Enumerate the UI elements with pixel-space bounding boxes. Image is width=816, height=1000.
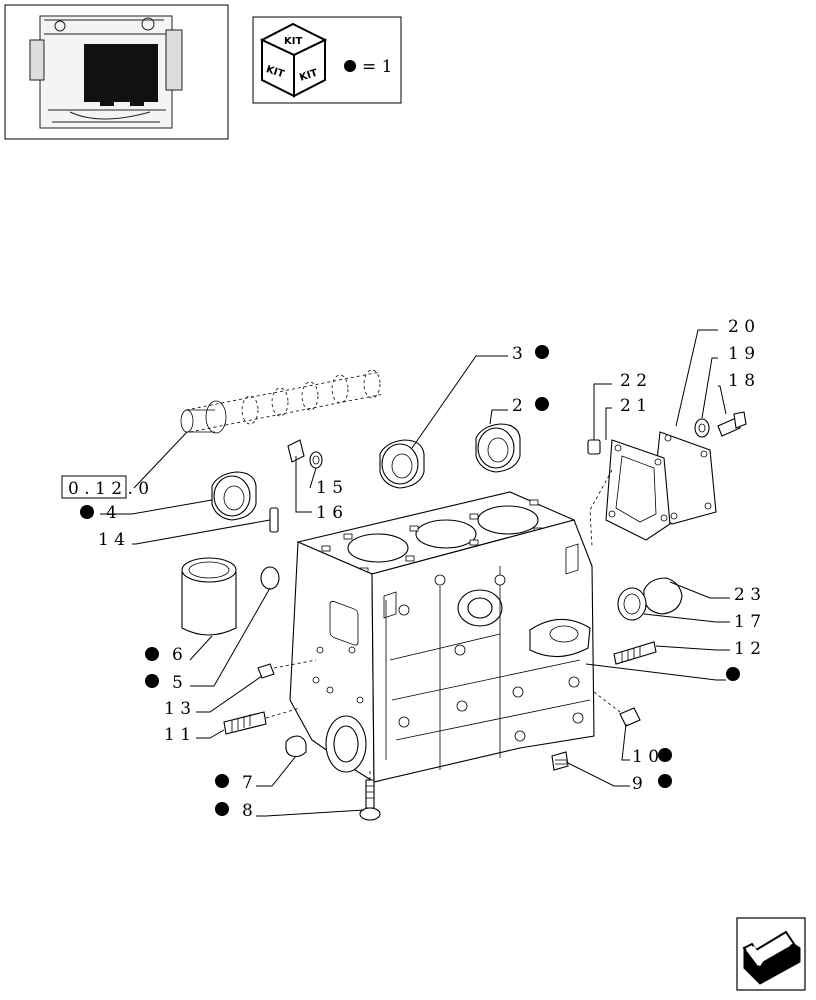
- kit-top-label: KIT: [284, 36, 302, 47]
- callout-14: 1 4: [98, 530, 125, 550]
- kit-cube-icon: KIT KIT KIT: [259, 22, 328, 98]
- callout-3: 3: [512, 344, 523, 364]
- callout-10: 1 0: [632, 747, 659, 767]
- callout-labels: 2 0 1 9 1 8 3 2 2 2 2 1 0 . 1 2 . 0 1 5 …: [61, 317, 761, 821]
- kit-dot-8: [215, 802, 229, 816]
- callout-16: 1 6: [316, 503, 343, 523]
- kit-dot-block: [726, 667, 740, 681]
- callout-22: 2 2: [620, 371, 647, 391]
- rear-cover-illustration: [587, 411, 747, 547]
- callout-20: 2 0: [728, 317, 755, 337]
- callout-9: 9: [632, 774, 643, 794]
- kit-left-label: KIT: [265, 64, 286, 80]
- callout-4: 4: [106, 503, 117, 523]
- kit-right-label: KIT: [298, 68, 319, 84]
- kit-dots: [80, 345, 740, 816]
- callout-21: 2 1: [620, 396, 647, 416]
- kit-dot-5: [145, 674, 159, 688]
- callout-12: 1 2: [734, 639, 761, 659]
- kit-dot-3: [535, 345, 549, 359]
- highlighted-block: [84, 44, 158, 102]
- callout-23: 2 3: [734, 585, 761, 605]
- callout-0-12-0[interactable]: 0 . 1 2 . 0: [68, 479, 149, 499]
- callout-15: 1 5: [316, 478, 343, 498]
- kit-dot-7: [215, 774, 229, 788]
- leader-lines: [100, 329, 730, 817]
- previous-page-button[interactable]: [736, 917, 806, 991]
- engine-block-illustration: [289, 491, 595, 784]
- kit-dot-4: [80, 505, 94, 519]
- camshaft-illustration: [180, 369, 385, 434]
- callout-2: 2: [512, 396, 523, 416]
- callout-6: 6: [172, 645, 183, 665]
- callout-19: 1 9: [728, 344, 755, 364]
- callout-7: 7: [242, 773, 253, 793]
- kit-legend: KIT KIT KIT = 1: [252, 16, 402, 104]
- kit-dot-9: [658, 774, 672, 788]
- kit-equals-label: = 1: [362, 57, 392, 77]
- callout-17: 1 7: [734, 612, 761, 632]
- kit-dot-2: [535, 397, 549, 411]
- back-arrow-icon: [742, 930, 801, 985]
- callout-11: 1 1: [164, 725, 191, 745]
- callout-8: 8: [242, 801, 253, 821]
- callout-13: 1 3: [164, 699, 191, 719]
- kit-dot-6: [145, 647, 159, 661]
- callout-18: 1 8: [728, 371, 755, 391]
- kit-dot-10: [658, 748, 672, 762]
- small-parts-illustration: [181, 423, 683, 821]
- cross-reference-0-12-0[interactable]: 0 . 1 2 . 0: [61, 475, 149, 499]
- engine-thumbnail[interactable]: [4, 4, 229, 140]
- callout-5: 5: [172, 673, 183, 693]
- kit-dot-icon: [344, 60, 356, 72]
